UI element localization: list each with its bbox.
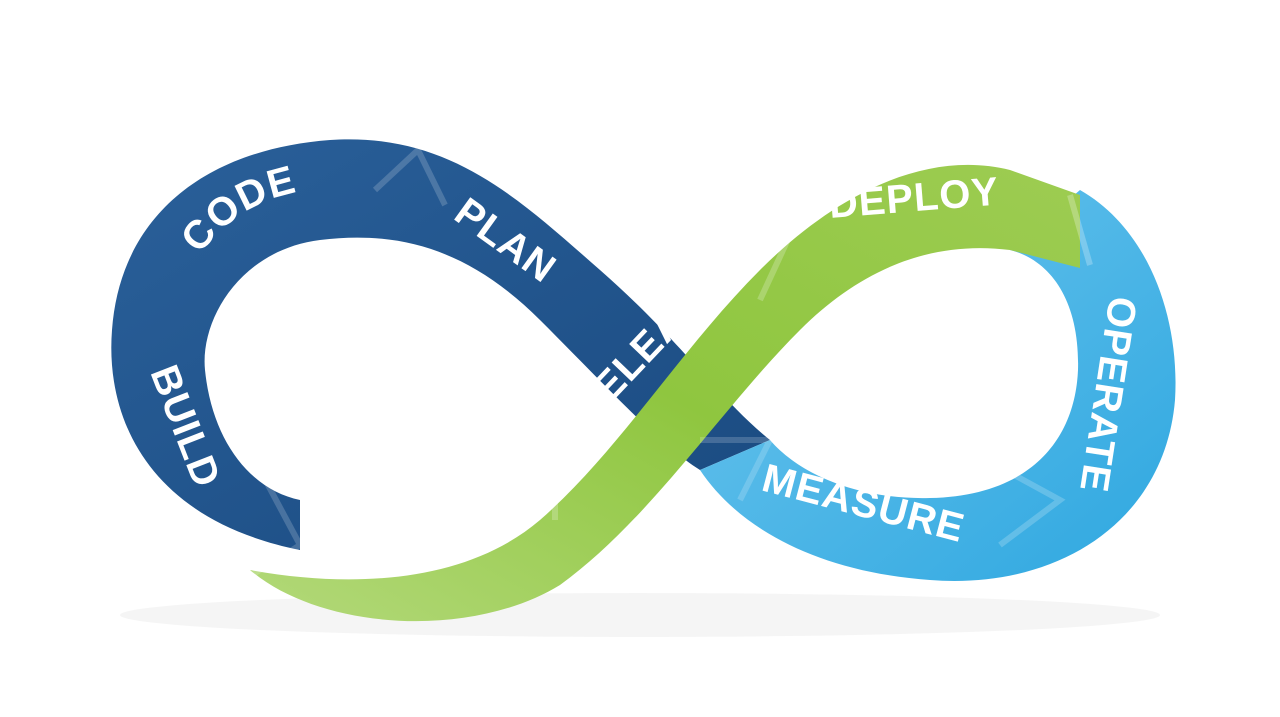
band-light-blue [700, 190, 1176, 581]
band-dark-blue [111, 139, 770, 551]
chevron-release [709, 227, 795, 302]
chevron-deploy-operate [1067, 194, 1093, 266]
chevron-code-plan [372, 145, 448, 207]
chevron-test-release [498, 443, 558, 520]
band-green [250, 164, 1080, 622]
chevron-operate-measure [998, 467, 1066, 548]
label-test: TEST [347, 496, 462, 580]
chevron-build-test [250, 468, 304, 578]
chevron-measure-crossing [700, 437, 775, 502]
drop-shadow [120, 593, 1160, 637]
